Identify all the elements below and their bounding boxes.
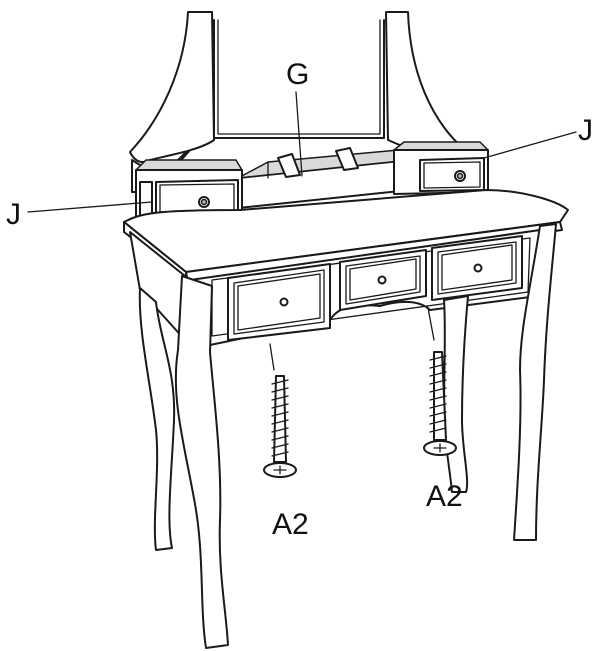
screw-right <box>423 351 457 456</box>
small-drawer-left <box>135 159 243 221</box>
upper-shelf-g <box>237 147 421 209</box>
leader-lines <box>27 91 577 371</box>
label-a2-left: A2 <box>272 508 309 541</box>
screw-left <box>263 375 297 478</box>
small-drawer-right <box>393 141 489 195</box>
label-a2-right: A2 <box>426 480 463 513</box>
label-j-left: J <box>6 198 21 231</box>
front-drawer-middle <box>339 249 427 311</box>
label-g: G <box>286 58 309 91</box>
front-drawer-left <box>227 263 331 341</box>
front-drawer-right <box>431 235 523 301</box>
label-j-right: J <box>578 114 593 147</box>
